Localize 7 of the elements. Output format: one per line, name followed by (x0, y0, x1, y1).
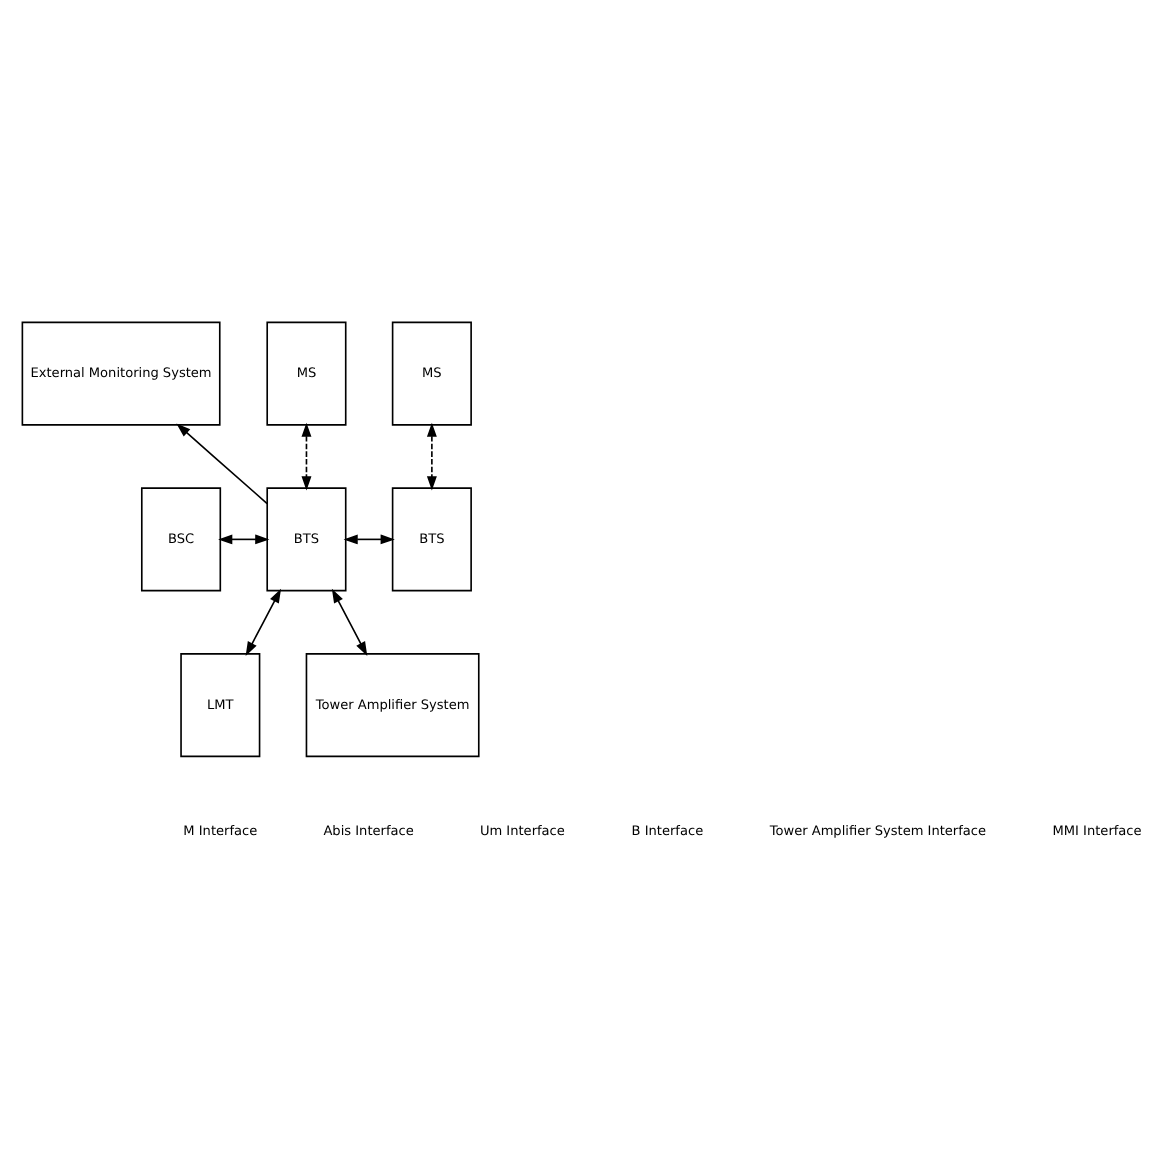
arrow (176, 422, 268, 504)
arrow (245, 587, 282, 655)
arrow (218, 533, 270, 544)
arrow (301, 421, 312, 490)
arrow (343, 533, 395, 544)
arrow (426, 421, 437, 490)
arrow (331, 587, 368, 655)
